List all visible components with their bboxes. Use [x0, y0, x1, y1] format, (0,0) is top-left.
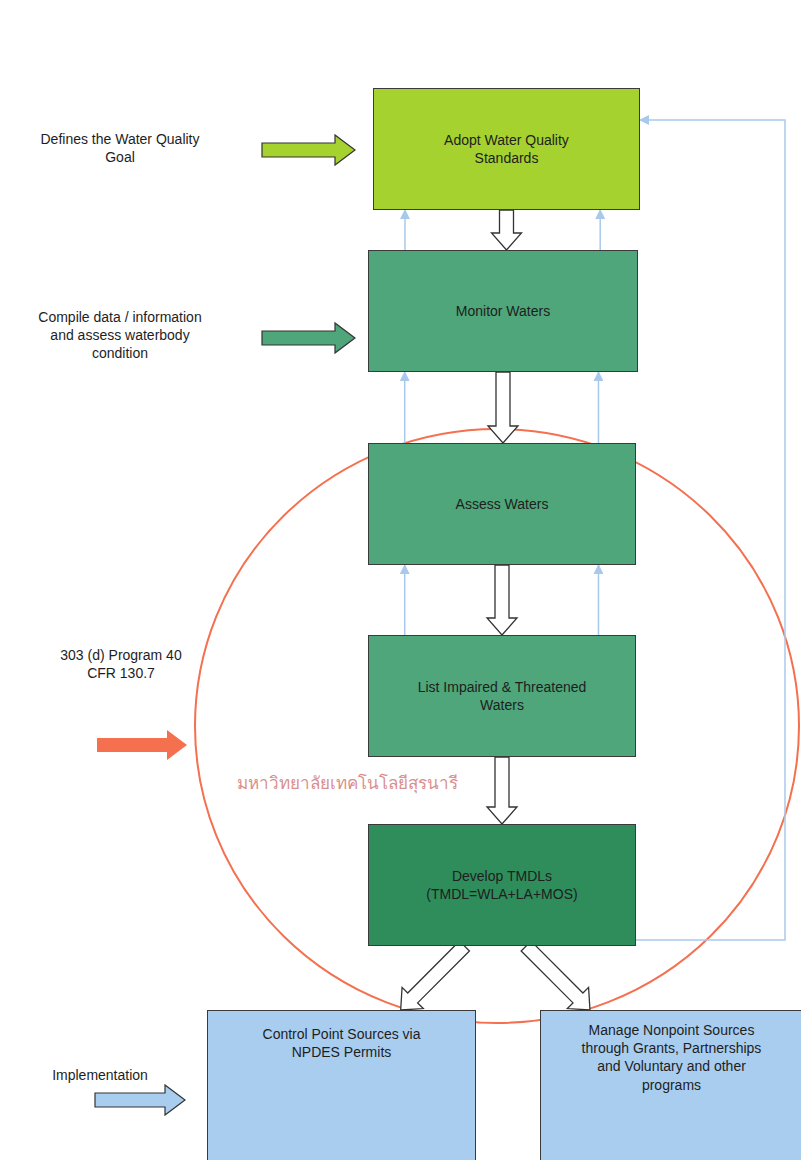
- flow-arrow: [488, 372, 518, 443]
- flow-arrow: [492, 210, 522, 250]
- box-text: Assess Waters: [456, 495, 549, 513]
- feedback-arrow: [404, 565, 406, 635]
- pointer-arrow: [95, 1085, 185, 1115]
- flow-arrow: [401, 941, 470, 1010]
- box-text: Manage Nonpoint Sources through Grants, …: [578, 1021, 766, 1094]
- flow-arrow: [521, 941, 590, 1010]
- box-text: Adopt Water Quality Standards: [422, 131, 592, 167]
- process-box: Assess Waters: [368, 443, 636, 565]
- annotation-text: Compile data / information and assess wa…: [25, 308, 215, 363]
- program-circle: [195, 429, 799, 1023]
- pointer-arrow: [262, 135, 355, 165]
- pointer-arrow: [97, 730, 187, 760]
- box-text: Develop TMDLs (TMDL=WLA+LA+MOS): [415, 867, 590, 903]
- pointer-arrow: [262, 323, 355, 353]
- program-note: 303 (d) Program 40 CFR 130.7: [60, 646, 182, 682]
- process-box: Monitor Waters: [368, 250, 638, 372]
- stage-label: Implementation: [40, 1066, 160, 1084]
- box-text: Control Point Sources via NPDES Permits: [247, 1025, 437, 1061]
- process-box: Adopt Water Quality Standards: [373, 88, 640, 210]
- process-box: List Impaired & Threatened Waters: [368, 635, 636, 757]
- feedback-arrow: [598, 565, 600, 635]
- feedback-arrow: [599, 210, 601, 250]
- process-box: Develop TMDLs (TMDL=WLA+LA+MOS): [368, 824, 636, 946]
- box-text: Monitor Waters: [456, 302, 550, 320]
- annotation-text: Defines the Water Quality Goal: [25, 130, 215, 166]
- flow-arrow: [487, 757, 517, 824]
- implementation-box: Control Point Sources via NPDES Permits: [207, 1010, 476, 1160]
- watermark-text: มหาวิทยาลัยเทคโนโลยีสุรนารี: [212, 773, 482, 795]
- flow-arrow: [487, 565, 517, 635]
- feedback-arrow: [636, 120, 785, 940]
- feedback-arrow: [598, 372, 600, 443]
- implementation-box: Manage Nonpoint Sources through Grants, …: [540, 1010, 801, 1160]
- feedback-arrow: [404, 210, 406, 250]
- box-text: List Impaired & Threatened Waters: [402, 678, 602, 714]
- feedback-arrow: [404, 372, 406, 443]
